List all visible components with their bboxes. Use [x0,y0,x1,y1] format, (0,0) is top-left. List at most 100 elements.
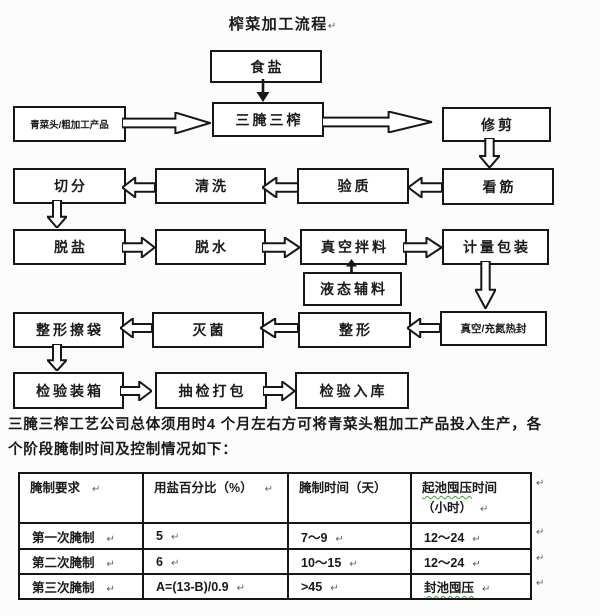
flow-node-label: 计量包装 [463,239,531,255]
paragraph-line-1: 三腌三榨工艺公司总体须用时4 个月左右方可将青菜头粗加工产品投入生产，各 [8,417,542,433]
cell-salt: A=(13-B)/0.9↵ [142,573,289,600]
flow-node-label: 抽检打包 [178,382,247,399]
header-cell-salt-percent: 用盐百分比（%）↵ [142,472,289,524]
paragraph-mark-icon: ↵ [472,533,481,545]
flow-node-inspect-store: 检验入库 [295,372,409,409]
flow-node-quality-check: 验质 [297,168,409,204]
flow-node-label: 检验装箱 [36,382,104,399]
flow-node-label: 液态辅料 [320,281,388,297]
flow-node-shape-wipe-bag: 整形擦袋 [13,312,124,348]
paragraph-mark-icon: ↵ [536,553,545,564]
cell-text: >45 [301,579,323,594]
arrow-right-icon [403,237,442,258]
flow-node-desalt: 脱盐 [13,229,126,265]
paragraph-mark-icon: ↵ [335,533,344,545]
paragraph-mark-icon: ↵ [327,21,337,32]
cell-text: 7～9 [301,530,328,545]
paragraph-mark-icon: ↵ [536,478,545,489]
paragraph-mark-icon: ↵ [106,584,115,595]
arrow-left-icon [260,318,298,338]
paragraph-mark-icon: ↵ [536,527,545,538]
flow-node-inspect-box: 检验装箱 [13,372,124,409]
arrow-left-icon [407,318,440,338]
arrow-down-icon [256,79,270,102]
cell-salt: 5↵ [142,522,289,550]
paragraph-mark-icon: ↵ [536,578,545,589]
cell-text: 5 [156,529,163,543]
table-header-row: 腌制要求 ↵ 用盐百分比（%）↵ 腌制时间（天） 起池囤压时间 （小时） ↵ [18,472,532,524]
flow-node-cut: 切分 [13,168,126,204]
paragraph-mark-icon: ↵ [236,582,245,594]
flow-node-tendon-check: 看筋 [442,168,554,205]
paragraph-mark-icon: ↵ [106,533,115,545]
paragraph-mark-icon: ↵ [330,582,339,594]
cell-text: 10～15 [301,556,342,570]
header-text-squiggled: 起池囤压 [422,481,473,495]
cell-hours: 12～24 ↵ [410,548,532,575]
paragraph-line-2: 个阶段腌制时间及控制情况如下： [8,442,238,458]
cell-text: 12～24 [424,556,465,570]
header-cell-requirement: 腌制要求 ↵ [18,472,144,524]
flow-node-vacuum-nitrogen-seal: 真空/充氮热封 [440,311,547,346]
header-text: （小时） [422,501,473,515]
cell-hours: 封池囤压 ↵ [410,573,532,600]
arrow-left-icon [408,177,442,198]
flow-node-label: 清洗 [195,178,229,194]
cell-salt: 6↵ [142,548,289,575]
flow-node-shape: 整形 [298,312,411,348]
header-text: 腌制要求 [30,481,81,495]
flow-node-label: 真空拌料 [321,239,389,255]
header-cell-days: 腌制时间（天） [287,472,412,524]
arrow-down-icon [47,200,67,228]
paragraph-mark-icon: ↵ [472,559,481,570]
arrow-left-icon [122,177,155,198]
cell-text: 12～24 [424,530,465,545]
cell-text-squiggled: 封池囤压 [424,581,475,595]
page-title-text: 榨菜加工流程 [228,16,328,33]
cell-stage: 第三次腌制 ↵ [18,573,144,600]
cell-text: 6 [156,554,163,569]
flow-node-label: 脱水 [195,239,229,255]
paragraph-mark-icon: ↵ [170,532,180,543]
table-row: 第一次腌制↵ 5↵ 7～9↵ 12～24↵ [18,522,532,550]
paragraph-mark-icon: ↵ [170,557,180,569]
cell-days: 10～15↵ [287,548,412,575]
arrow-left-icon [120,318,152,338]
flow-node-label: 切分 [54,178,88,194]
cell-days: >45 ↵ [287,573,412,600]
flow-node-label: 青菜头/粗加工产品 [30,120,109,131]
flow-node-label: 灭菌 [192,322,227,338]
flow-node-three-pickle-three-press: 三腌三榨 [212,102,324,137]
flow-node-label: 食盐 [250,58,285,75]
cell-text: 第一次腌制 [32,530,95,545]
header-text: 腌制时间（天） [299,481,387,495]
paragraph-mark-icon: ↵ [92,484,101,495]
header-text: 时间 [472,481,498,495]
cell-text: 第二次腌制 [32,556,95,570]
arrow-up-icon [346,259,357,273]
header-line-2: （小时） ↵ [422,498,526,520]
paragraph-mark-icon: ↵ [482,584,491,595]
arrow-right-icon [262,237,300,258]
flow-node-label: 验质 [337,178,372,194]
paragraph-mark-icon: ↵ [264,484,274,495]
cell-days: 7～9 ↵ [287,522,412,550]
flow-node-dewater: 脱水 [155,229,266,265]
pickling-table: 腌制要求 ↵ 用盐百分比（%）↵ 腌制时间（天） 起池囤压时间 （小时） ↵ 第一次… [18,472,532,600]
cell-stage: 第一次腌制 ↵ [18,522,144,550]
header-cell-press-hours: 起池囤压时间 （小时） ↵ [410,472,532,524]
arrow-right-icon [120,381,152,401]
flow-node-weigh-pack: 计量包装 [442,229,549,265]
paragraph-mark-icon: ↵ [106,559,115,570]
cell-text: 第三次腌制 [32,581,95,595]
flow-node-sample-pack: 抽检打包 [155,372,267,409]
flow-node-wash: 清洗 [155,168,266,204]
paragraph-mark-icon: ↵ [480,504,489,515]
cell-hours: 12～24 ↵ [410,522,532,550]
flow-node-label: 修剪 [481,116,515,133]
arrow-left-icon [262,177,298,198]
cell-stage: 第二次腌制 ↵ [18,548,144,575]
arrow-right-icon [263,381,295,401]
arrow-right-icon [122,112,211,134]
